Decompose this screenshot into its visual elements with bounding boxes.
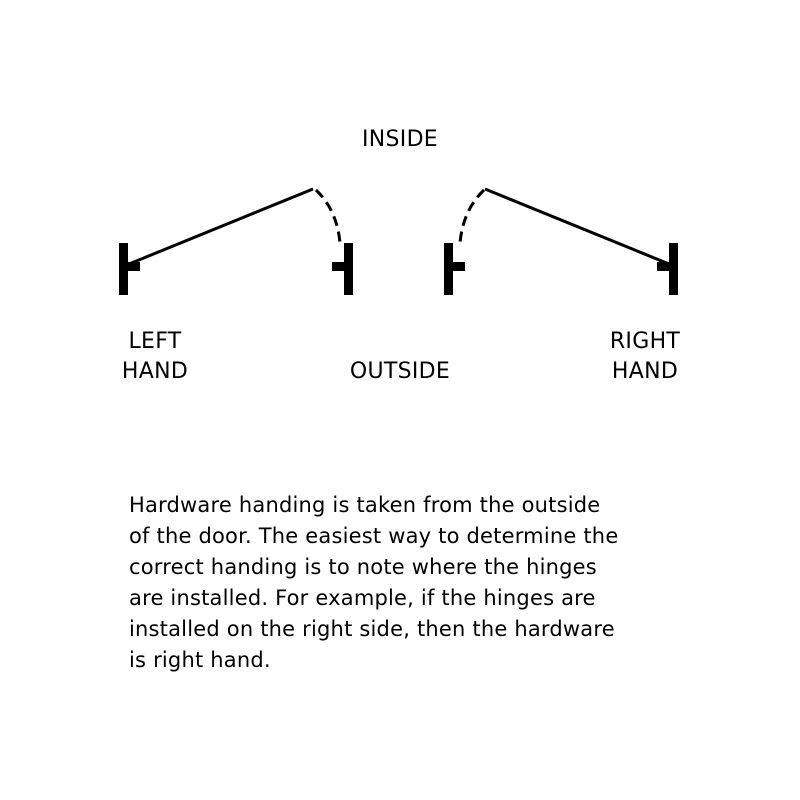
left-hand-door: [119, 187, 353, 295]
left-strike-stop: [332, 262, 344, 271]
right-hand-label-line2: HAND: [611, 359, 679, 384]
handing-explanation: Hardware handing is taken from the outsi…: [129, 490, 689, 676]
caption-line: Hardware handing is taken from the outsi…: [129, 493, 601, 517]
right-strike-jamb: [444, 243, 453, 295]
right-door-swing-arc: [458, 188, 486, 244]
right-hand-label-line1: RIGHT: [609, 329, 681, 354]
left-hand-label: LEFT HAND: [95, 327, 215, 387]
left-hinge-jamb: [119, 243, 128, 295]
caption-line: correct handing is to note where the hin…: [129, 555, 597, 579]
left-hinge-stop: [128, 262, 140, 271]
right-hand-label: RIGHT HAND: [585, 327, 705, 387]
caption-line: installed on the right side, then the ha…: [129, 617, 615, 641]
right-hinge-stop: [657, 262, 669, 271]
left-strike-jamb: [344, 243, 353, 295]
caption-line: is right hand.: [129, 648, 271, 672]
right-hand-door: [444, 187, 678, 295]
emphasis-right-hand: right hand: [153, 648, 264, 672]
caption-line: of the door. The easiest way to determin…: [129, 524, 619, 548]
left-hand-label-line1: LEFT: [128, 329, 182, 354]
right-hinge-jamb: [669, 243, 678, 295]
left-door-leaf: [128, 187, 314, 266]
right-strike-stop: [453, 262, 465, 271]
inside-label: INSIDE: [361, 127, 439, 152]
left-door-swing-arc: [314, 188, 342, 244]
emphasis-right-side: right side: [302, 617, 404, 641]
outside-label: OUTSIDE: [349, 359, 451, 384]
right-door-leaf: [484, 187, 670, 266]
caption-line: are installed. For example, if the hinge…: [129, 586, 596, 610]
left-hand-label-line2: HAND: [121, 359, 189, 384]
